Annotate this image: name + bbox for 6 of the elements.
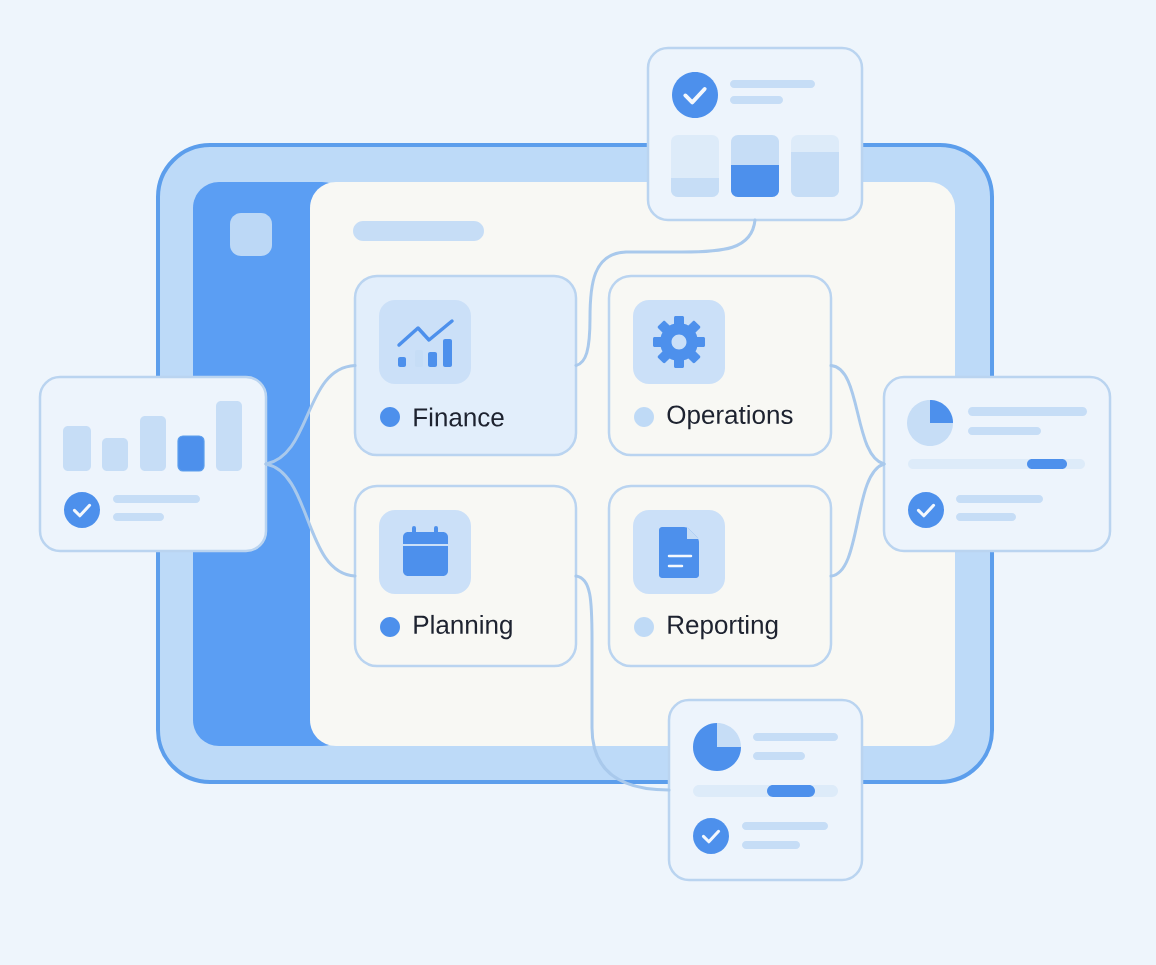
- connector-line: [574, 218, 757, 367]
- connector-line: [264, 462, 357, 578]
- connector-line: [574, 574, 671, 792]
- connector-line: [264, 364, 357, 466]
- connector-line: [829, 462, 886, 578]
- connector-line: [829, 364, 886, 466]
